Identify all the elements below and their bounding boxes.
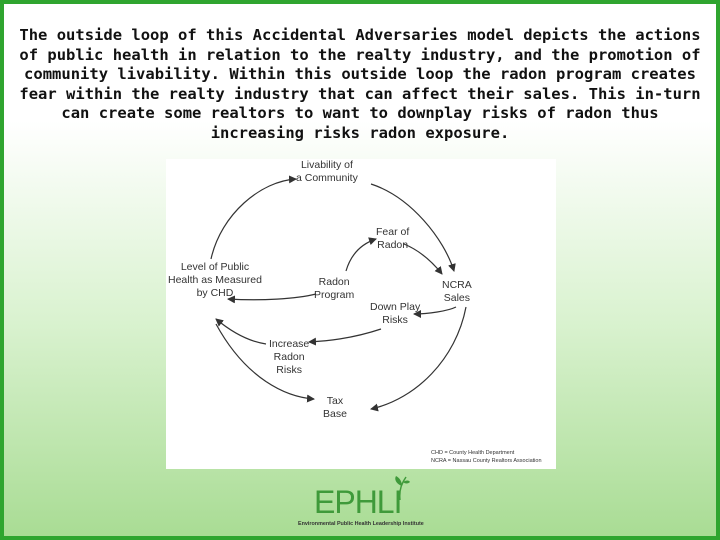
- arrow-ncra-to-downplay: [413, 306, 457, 318]
- node-radon-program: Radon Program: [314, 276, 354, 302]
- causal-loop-diagram: Livability of a Community Fear of Radon …: [166, 159, 556, 469]
- node-line: Tax: [326, 395, 344, 407]
- diagram-legend: CHD = County Health Department NCRA = Na…: [431, 449, 542, 465]
- node-line: by CHD: [196, 287, 234, 299]
- node-fear-of-radon: Fear of Radon: [376, 226, 409, 252]
- node-livability-of-community: Livability of a Community: [296, 159, 358, 185]
- ephli-logo: EPHLI Environmental Public Health Leader…: [296, 474, 426, 532]
- node-line: Risks: [382, 314, 408, 326]
- node-down-play-risks: Down Play Risks: [370, 301, 420, 327]
- leaf-icon: [395, 476, 410, 500]
- arrow-increase-to-level: [215, 318, 267, 345]
- arrow-downplay-to-increase: [308, 328, 382, 346]
- node-line: Base: [323, 408, 347, 420]
- node-line: NCRA: [442, 279, 472, 291]
- node-line: Program: [314, 289, 355, 301]
- node-tax-base: Tax Base: [323, 395, 347, 421]
- node-line: Down Play: [370, 301, 421, 313]
- legend-line: CHD = County Health Department: [431, 450, 515, 456]
- node-line: Level of Public: [180, 261, 250, 273]
- node-line: Radon: [318, 276, 350, 288]
- logo-text: EPHLI: [314, 484, 402, 520]
- diagram-arrows: [210, 175, 467, 412]
- arrow-ncra-to-tax: [370, 306, 467, 412]
- node-level-of-public-health: Level of Public Health as Measured by CH…: [168, 261, 262, 300]
- legend-line: NCRA = Nassau County Realtors Associatio…: [431, 458, 542, 464]
- arrow-level-to-livability: [210, 175, 297, 260]
- arrow-level-to-tax: [215, 323, 315, 403]
- arrow-fear-to-ncra: [403, 243, 443, 275]
- node-line: Sales: [443, 292, 471, 304]
- node-line: a Community: [296, 172, 358, 184]
- node-line: Radon: [377, 239, 409, 251]
- arrow-livability-to-ncra: [370, 183, 456, 272]
- logo-subtitle: Environmental Public Health Leadership I…: [298, 521, 424, 527]
- node-line: Livability of: [300, 159, 353, 171]
- node-line: Increase: [269, 338, 310, 350]
- node-line: Health as Measured: [168, 274, 262, 286]
- node-ncra-sales: NCRA Sales: [442, 279, 472, 305]
- arrow-radon-to-fear: [345, 237, 377, 272]
- arrow-radon-to-level: [227, 293, 317, 304]
- slide-title: The outside loop of this Accidental Adve…: [19, 26, 701, 142]
- node-line: Fear of: [376, 226, 410, 238]
- node-line: Risks: [276, 364, 302, 376]
- node-line: Radon: [273, 351, 305, 363]
- node-increase-radon-risks: Increase Radon Risks: [269, 338, 309, 377]
